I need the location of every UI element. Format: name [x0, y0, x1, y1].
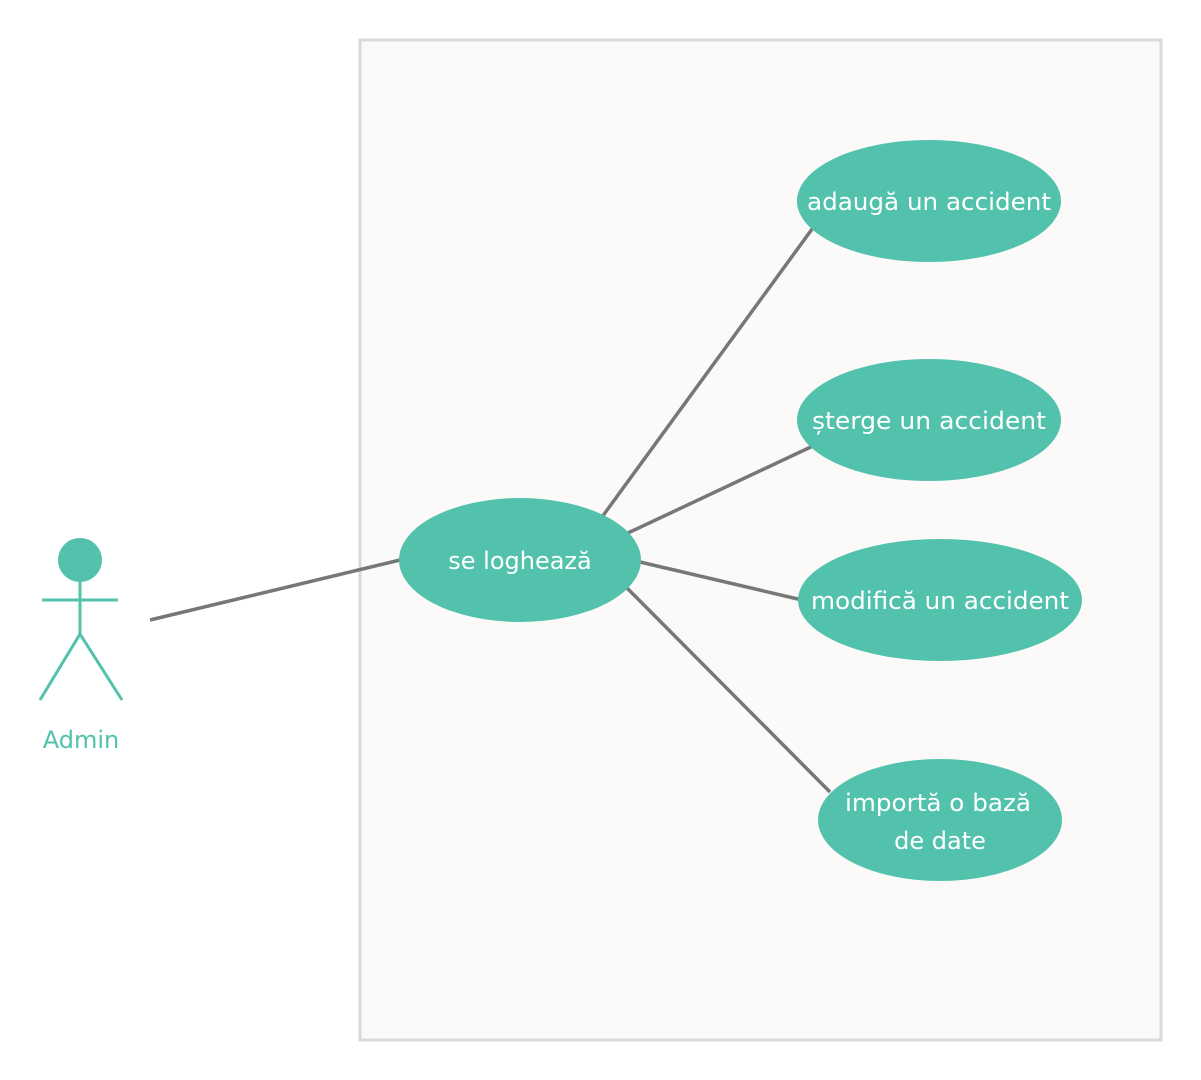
usecase-import-database[interactable]: importă o bază de date — [818, 759, 1062, 881]
usecase-delete-accident-label: șterge un accident — [812, 407, 1046, 435]
usecase-add-accident[interactable]: adaugă un accident — [797, 140, 1061, 262]
usecase-import-database-shape — [818, 759, 1062, 881]
connector-login-delete — [627, 443, 816, 535]
actor-left-leg — [38, 633, 82, 701]
connectors — [149, 223, 832, 794]
usecase-import-database-label-line2: de date — [894, 827, 986, 855]
usecase-modify-accident[interactable]: modifică un accident — [798, 539, 1082, 661]
connector-login-import — [625, 586, 832, 794]
usecase-add-accident-label: adaugă un accident — [807, 188, 1051, 216]
usecase-import-database-label-line1: importă o bază — [845, 789, 1031, 817]
usecase-delete-accident[interactable]: șterge un accident — [797, 359, 1061, 481]
connector-login-modify — [639, 560, 803, 602]
usecase-add-accident-shape — [797, 140, 1061, 262]
usecase-login-label: se loghează — [448, 547, 591, 575]
usecase-login[interactable]: se loghează — [399, 498, 641, 622]
usecase-modify-accident-label: modifică un accident — [811, 587, 1069, 615]
usecase-login-shape — [399, 498, 641, 622]
actor-figure — [38, 582, 124, 701]
actor-label: Admin — [43, 726, 120, 754]
connector-actor-login — [149, 558, 401, 622]
actor-head — [58, 538, 102, 582]
actor-right-leg — [78, 633, 124, 701]
usecase-modify-accident-shape — [798, 539, 1082, 661]
actor-admin[interactable]: Admin — [38, 538, 124, 754]
usecase-delete-accident-shape — [797, 359, 1061, 481]
connector-login-add — [600, 223, 817, 519]
